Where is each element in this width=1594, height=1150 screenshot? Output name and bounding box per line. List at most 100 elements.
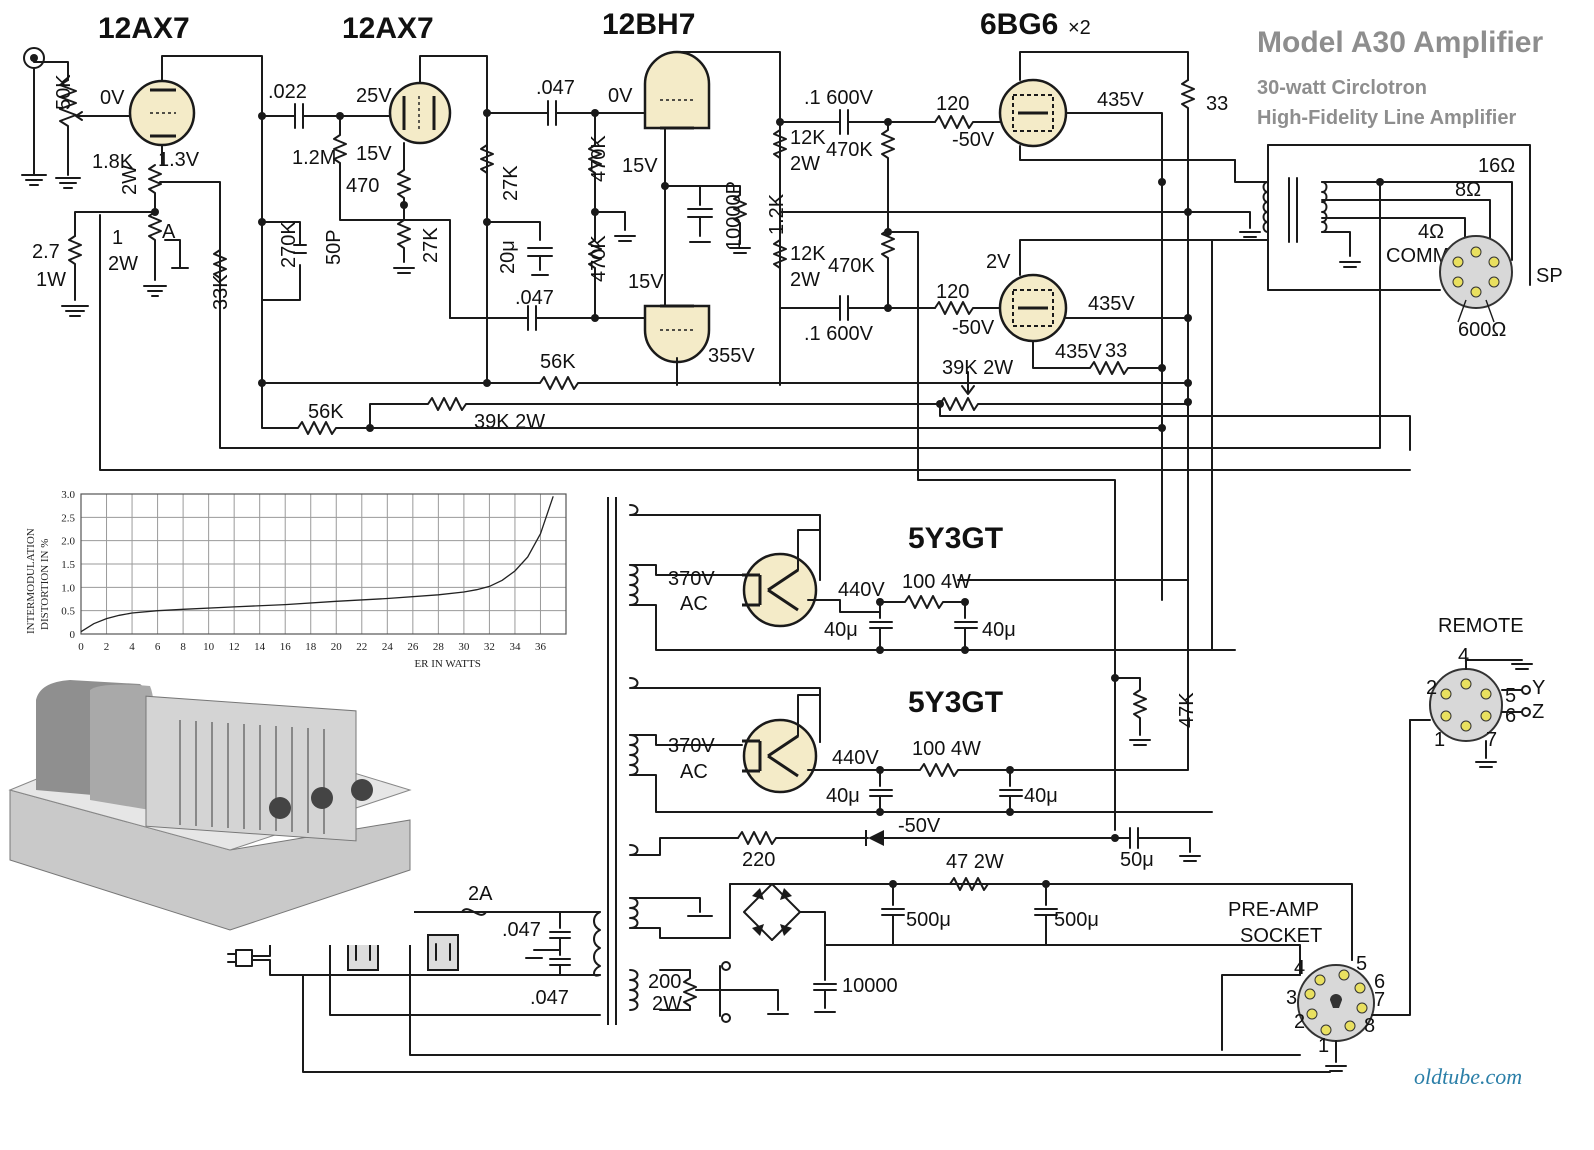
v3-grid-voltage: 0V <box>608 85 633 107</box>
r-18k-watt: 2W <box>119 165 141 195</box>
r-120-b-label: 120 <box>936 281 969 303</box>
r-33k-label: 33K <box>210 274 232 310</box>
preamp-pin-3: 3 <box>1286 987 1297 1009</box>
r-470k-a-label: 470K <box>588 135 610 182</box>
chart-frame <box>80 493 567 635</box>
remote-pin-1: 1 <box>1434 729 1445 751</box>
fuse-icon <box>461 908 487 916</box>
chart-x-tick-label: 24 <box>382 641 394 653</box>
remote-pin-7: 7 <box>1486 729 1497 751</box>
rect-1-out-voltage: 440V <box>838 579 885 601</box>
c-40u-d-label: 40μ <box>1024 785 1058 807</box>
v4-bottom-voltage: 435V <box>1088 293 1135 315</box>
chart-y-tick-label: 3.0 <box>61 489 75 501</box>
tube-v3-name: 12BH7 <box>602 8 695 41</box>
r-39k-a-label: 39K 2W <box>474 411 545 433</box>
r-47-2w-label: 47 2W <box>946 851 1004 873</box>
chart-x-tick-label: 4 <box>129 641 135 653</box>
chart-x-tick-label: 34 <box>509 641 521 653</box>
rectifier-1-icon <box>742 552 818 628</box>
r-56k-b-label: 56K <box>308 401 344 423</box>
remote-y-label: Y <box>1532 677 1545 699</box>
r-12k-label: 1.2K <box>766 193 788 235</box>
tube-v3-top-icon <box>643 50 711 130</box>
tube-v1-icon <box>128 79 196 147</box>
power-plug-icon <box>227 949 253 967</box>
r-18k-label: 1.8K <box>92 151 134 173</box>
comm-label: COMM <box>1386 245 1449 267</box>
tap-4-label: 4Ω <box>1418 221 1444 243</box>
title: Model A30 Amplifier <box>1257 26 1543 59</box>
chart-y-tick-label: 0.5 <box>61 606 75 618</box>
watermark: oldtube.com <box>1414 1064 1522 1089</box>
r-33-a-label: 33 <box>1206 93 1228 115</box>
c-20u-label: 20μ <box>497 240 519 274</box>
c-40u-c-label: 40μ <box>826 785 860 807</box>
c-047-a-label: .047 <box>536 77 575 99</box>
c-047-line-a-label: .047 <box>502 919 541 941</box>
subtitle-2: High-Fidelity Line Amplifier <box>1257 107 1516 129</box>
ac-b-label: 370V <box>668 735 715 757</box>
c-500u-b-label: 500μ <box>1054 909 1099 931</box>
chart-y-tick-label: 2.0 <box>61 536 75 548</box>
tube-v4-bottom-icon <box>998 273 1068 343</box>
subtitle-1: 30-watt Circlotron <box>1257 77 1427 99</box>
remote-pin-2: 2 <box>1426 677 1437 699</box>
preamp-pin-8: 8 <box>1364 1015 1375 1037</box>
v2-plate-voltage: 25V <box>356 85 392 107</box>
bridge-rectifier-icon <box>743 883 801 941</box>
ac-b2-label: AC <box>680 761 708 783</box>
r-100-4w-b-label: 100 4W <box>912 738 981 760</box>
r-200-label: 200 <box>648 971 681 993</box>
remote-z-label: Z <box>1532 701 1544 723</box>
r-1-watt: 2W <box>108 253 138 275</box>
r-470-label: 470 <box>346 175 379 197</box>
r-12k2w-b-watt: 2W <box>790 269 820 291</box>
chart-x-tick-label: 28 <box>433 641 445 653</box>
r-27k-b-label: 27K <box>500 165 522 201</box>
r-27-label: 2.7 <box>32 241 60 263</box>
chart-x-tick-label: 16 <box>280 641 292 653</box>
tube-v1-name: 12AX7 <box>98 12 190 45</box>
pot-a-label: A <box>162 221 176 243</box>
tube-v4-qty: ×2 <box>1068 17 1091 39</box>
tap-600-label: 600Ω <box>1458 319 1506 341</box>
tube-v2-icon <box>388 81 452 145</box>
c-1-600-b-label: .1 600V <box>804 323 874 345</box>
v1-grid-voltage: 0V <box>100 87 125 109</box>
input-jack-icon <box>23 47 45 69</box>
r-27k-a-label: 27K <box>420 227 442 263</box>
chart-y-tick-label: 1.5 <box>61 559 75 571</box>
pot-a-icon <box>143 164 221 431</box>
r-12k2w-b-label: 12K <box>790 243 826 265</box>
r-vol-label: 50K <box>53 74 75 110</box>
chart-series-line <box>80 496 554 633</box>
amplifier-photo <box>4 660 414 945</box>
bias-top-voltage: -50V <box>952 129 995 151</box>
tap-8-label: 8Ω <box>1455 179 1481 201</box>
r-33-b-label: 33 <box>1105 340 1127 362</box>
c-10000p-label: 10000P <box>723 181 745 250</box>
chart-ylabel-1: INTERMODULATION <box>25 528 37 634</box>
preamp-pin-5: 5 <box>1356 953 1367 975</box>
rect-2-name: 5Y3GT <box>908 686 1003 719</box>
preamp-socket-icon <box>1297 964 1375 1042</box>
r-470k-d-label: 470K <box>828 255 875 277</box>
c-047-b-label: .047 <box>515 287 554 309</box>
r-100-4w-a-label: 100 4W <box>902 571 971 593</box>
chart-y-tick-label: 2.5 <box>61 512 75 524</box>
c-40u-b-label: 40μ <box>982 619 1016 641</box>
power-transformer-secondary-icon <box>629 504 1236 1011</box>
chart-x-tick-label: 12 <box>229 641 240 653</box>
rect-1-name: 5Y3GT <box>908 522 1003 555</box>
preamp-label-1: PRE-AMP <box>1228 899 1319 921</box>
c-500u-a-label: 500μ <box>906 909 951 931</box>
tap-16-label: 16Ω <box>1478 155 1515 177</box>
chart-x-tick-label: 6 <box>155 641 161 653</box>
v4-bottom-voltage-2: 435V <box>1055 341 1102 363</box>
c-50u-label: 50μ <box>1120 849 1154 871</box>
chart-y-tick-label: 0 <box>70 629 76 641</box>
chart-x-tick-label: 36 <box>535 641 547 653</box>
tube-v3-bottom-icon <box>643 304 711 364</box>
v4-top-voltage: 435V <box>1097 89 1144 111</box>
